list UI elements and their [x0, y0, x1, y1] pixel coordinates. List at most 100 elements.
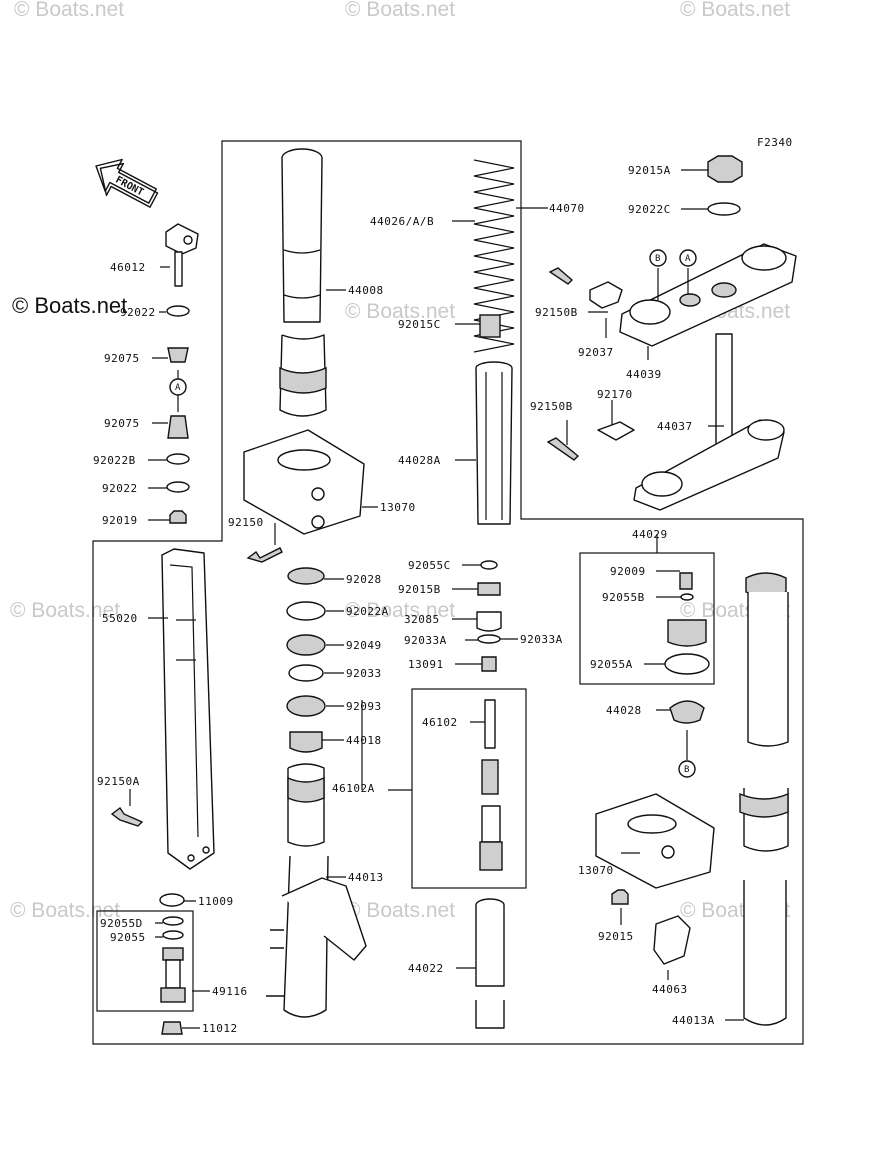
part-92150b-bolt-icon	[546, 437, 580, 461]
part-label: 46012	[110, 261, 146, 274]
part-label: 92015A	[628, 164, 671, 177]
part-92150-bolt-icon	[246, 547, 283, 563]
part-label: 13070	[380, 501, 416, 514]
part-label: 92075	[104, 417, 140, 430]
part-label: 44026/A/B	[370, 215, 434, 228]
part-label: 49116	[212, 985, 248, 998]
part-label: 44029	[632, 528, 668, 541]
part-44013-fork-leg-icon	[266, 855, 367, 1018]
part-label: 92022C	[628, 203, 671, 216]
part-44026-spring-icon	[473, 159, 515, 353]
part-labels: 46012 92022 92075 92075 92022B 92022 920…	[93, 164, 715, 1035]
part-label: 32085	[404, 613, 440, 626]
part-label: 92150	[228, 516, 264, 529]
part-44039-upper-clamp-icon	[619, 243, 797, 347]
watermark: © Boats.net	[345, 599, 455, 622]
part-label: 92055B	[602, 591, 645, 604]
part-44008-lower-icon	[279, 334, 327, 417]
part-label: 44063	[652, 983, 688, 996]
part-92075-bushing-icon	[167, 415, 189, 439]
part-label: 92028	[346, 573, 382, 586]
part-label: 92150B	[530, 400, 573, 413]
ref-mark-b-icon	[649, 249, 667, 267]
part-92015c-nut-icon	[479, 314, 501, 338]
part-label: 92033	[346, 667, 382, 680]
part-44022-tube-icon	[475, 898, 505, 1029]
part-92150a-bolt-icon	[110, 806, 144, 827]
part-92037-bracket-icon	[589, 281, 623, 309]
part-46102-rod-icon	[479, 699, 503, 871]
part-44013a-fork-tube-icon	[739, 572, 789, 1026]
part-label: 46102	[422, 716, 458, 729]
part-label: 92170	[597, 388, 633, 401]
part-44063-clamp-icon	[653, 915, 691, 965]
ref-mark-a: A	[175, 383, 181, 393]
part-13070-clamp-icon	[595, 793, 715, 889]
part-label: 92022B	[93, 454, 136, 467]
part-label: 44037	[657, 420, 693, 433]
part-92022-washer-icon	[166, 305, 190, 317]
part-label: 92150A	[97, 775, 140, 788]
part-92055-oring-icon	[162, 930, 184, 940]
part-label: 92049	[346, 639, 382, 652]
part-92055c-oring-icon	[480, 560, 498, 570]
part-92055b-oring-icon	[680, 593, 694, 601]
part-label: 92055A	[590, 658, 633, 671]
ref-mark-a-icon	[169, 378, 187, 396]
part-label: 92019	[102, 514, 138, 527]
part-label: 11009	[198, 895, 234, 908]
part-label: 13091	[408, 658, 444, 671]
part-92022c-washer-icon	[707, 202, 741, 216]
part-label: 92055D	[100, 917, 143, 930]
part-label: 92150B	[535, 306, 578, 319]
part-cap-bolt-icon	[664, 619, 710, 675]
ref-mark-a: A	[685, 254, 691, 264]
part-92055d-oring-icon	[162, 916, 184, 926]
part-92015b-nut-icon	[477, 582, 501, 596]
ref-mark-a-icon	[679, 249, 697, 267]
part-label: 92022A	[346, 605, 389, 618]
part-label: 44008	[348, 284, 384, 297]
part-44028-bushing-icon	[669, 700, 705, 724]
part-label: 55020	[102, 612, 138, 625]
subassembly-box-49116	[96, 910, 194, 1012]
part-13070-clamp-icon	[243, 429, 365, 535]
part-92093-seal-icon	[286, 695, 326, 717]
part-44013-cylinder-icon	[287, 763, 325, 847]
subassembly-box-46102a	[411, 688, 527, 889]
part-label: 44028	[606, 704, 642, 717]
part-label: 44039	[626, 368, 662, 381]
part-92033-clip-icon	[288, 664, 324, 682]
part-92049-seal-icon	[286, 634, 326, 656]
part-label: 44013A	[672, 1014, 715, 1027]
part-label: 44070	[549, 202, 585, 215]
part-label: 92033A	[520, 633, 563, 646]
part-13091-bolt-icon	[481, 656, 497, 672]
watermark: © Boats.net	[14, 0, 124, 21]
ref-mark-b: B	[684, 765, 689, 775]
watermark: © Boats.net	[345, 300, 455, 323]
part-92019-nut-icon	[169, 510, 187, 524]
watermark: © Boats.net	[345, 0, 455, 21]
part-label: 92022	[102, 482, 138, 495]
part-label: 92022	[120, 306, 156, 319]
part-92028-collar-icon	[287, 567, 325, 585]
part-label: 13070	[578, 864, 614, 877]
ref-mark-b-icon	[678, 760, 696, 778]
part-label: 92075	[104, 352, 140, 365]
ref-mark-b: B	[655, 254, 660, 264]
part-92033a-clip-icon	[477, 634, 501, 644]
watermark: © Boats.net	[680, 0, 790, 21]
part-label: 92055	[110, 931, 146, 944]
part-label: 44013	[348, 871, 384, 884]
part-44018-bushing-icon	[289, 731, 323, 753]
part-label: 11012	[202, 1022, 238, 1035]
part-label: 44018	[346, 734, 382, 747]
part-92150b-bolt-icon	[548, 267, 574, 285]
part-92170-bracket-icon	[597, 421, 635, 441]
part-32085-collar-icon	[476, 611, 502, 632]
part-92022b-washer-icon	[166, 453, 190, 465]
part-label: 44022	[408, 962, 444, 975]
